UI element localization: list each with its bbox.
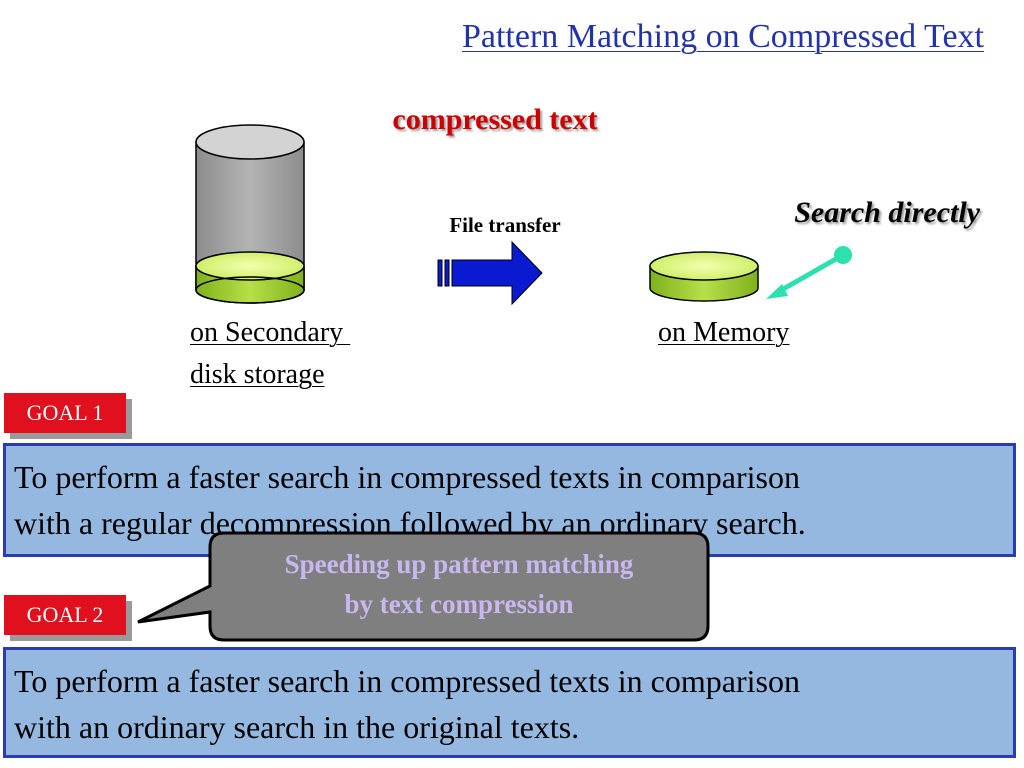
disk-cylinder-icon — [195, 124, 305, 304]
memory-disk-icon — [649, 251, 759, 302]
goal1-line1: To perform a faster search in compressed… — [14, 459, 800, 495]
memory-label-text: on Memory — [658, 317, 790, 348]
goal2-box: To perform a faster search in compressed… — [3, 647, 1016, 758]
search-directly-label: Search directly — [794, 196, 980, 229]
file-transfer-arrow-icon — [437, 240, 543, 306]
secondary-storage-label: on Secondary disk storage — [190, 312, 350, 396]
memory-label: on Memory — [658, 312, 789, 354]
file-transfer-label: File transfer — [449, 213, 561, 237]
search-pointer-icon — [766, 246, 852, 299]
page-title: Pattern Matching on Compressed Text — [461, 18, 984, 55]
callout-line1: Speeding up pattern matching — [284, 549, 634, 579]
callout-line2: by text compression — [344, 589, 574, 619]
secondary-storage-label-line1: on Secondary — [190, 317, 351, 348]
callout-text: Speeding up pattern matching by text com… — [212, 544, 706, 624]
secondary-storage-label-line2: disk storage — [190, 359, 325, 390]
compressed-text-label: compressed text — [392, 103, 598, 136]
goal1-box: To perform a faster search in compressed… — [3, 443, 1016, 557]
goal1-line2: with a regular decompression followed by… — [14, 505, 806, 541]
goal2-line2: with an ordinary search in the original … — [14, 709, 580, 745]
goal2-badge: GOAL 2 — [4, 595, 126, 635]
goal1-badge: GOAL 1 — [4, 393, 126, 433]
goal2-line1: To perform a faster search in compressed… — [14, 663, 800, 699]
